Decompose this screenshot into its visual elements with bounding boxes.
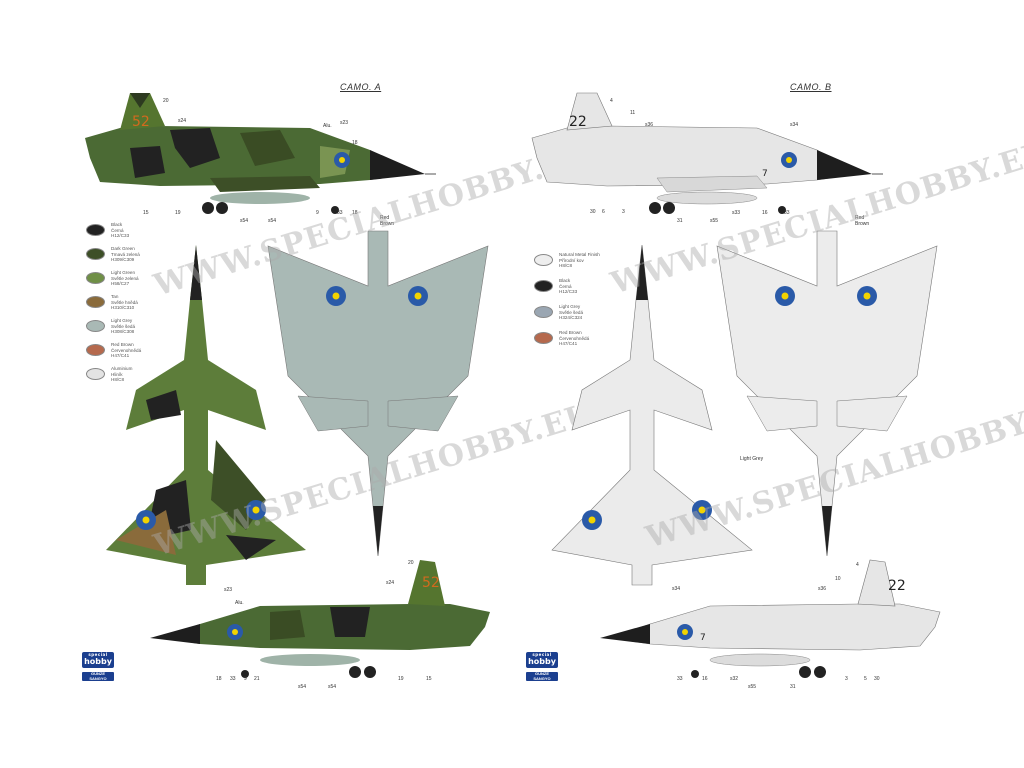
callout: 3 (845, 676, 848, 682)
camo-b-side-view-bottom: 22 7 (600, 559, 941, 678)
callout: 9 (316, 210, 319, 216)
camo-b-side-view-top: 22 7 (531, 92, 883, 214)
callout: s32 (730, 676, 739, 682)
callout: 19 (175, 210, 181, 216)
callout: s54 (328, 684, 337, 690)
camo-b-title: CAMO. B (790, 82, 832, 92)
callout: Alu. (323, 123, 332, 129)
tail-code: 52 (132, 114, 150, 130)
camo-a-underside-view (267, 230, 489, 557)
callout: 4 (610, 98, 613, 104)
swatch (534, 254, 553, 266)
callout: s54 (298, 684, 307, 690)
callout: Alu. (235, 600, 244, 606)
callout: s36 (645, 122, 654, 128)
callout: s54 (240, 218, 249, 224)
tail-code: 22 (569, 114, 587, 130)
legend-item: Light Green Světle zelená H58/C27 (86, 270, 196, 300)
light-grey-note: Light Grey (740, 456, 764, 462)
callout: s24 (178, 118, 187, 124)
swatch (86, 248, 105, 260)
gunze-sangyo-logo: GUNZE SANGYO (82, 671, 114, 681)
legend-item: Red Brown Červenohnědá H47/C41 (534, 330, 644, 360)
red-brown-note: Red Brown (380, 215, 395, 227)
callout: s36 (818, 586, 827, 592)
callout: s23 (340, 120, 349, 126)
gunze-sangyo-logo: GUNZE SANGYO (526, 671, 558, 681)
camo-a-top-view (106, 245, 306, 585)
callout: 33 (677, 676, 683, 682)
callout: s23 (224, 587, 233, 593)
callout: 16 (702, 676, 708, 682)
camo-b-underside-view (716, 230, 938, 557)
camo-b-panel: CAMO. B 22 7 4 11 s36 s34 30 6 3 31 s55 … (512, 0, 1024, 768)
swatch (534, 306, 553, 318)
callout: s55 (748, 684, 757, 690)
callout: s24 (386, 580, 395, 586)
callout: 33 (337, 210, 343, 216)
callout: 15 (143, 210, 149, 216)
legend-item: Black Černá H12/C33 (86, 222, 196, 252)
swatch (86, 344, 105, 356)
callout: 4 (856, 562, 859, 568)
nose-code: 7 (700, 633, 706, 643)
callout: 33 (784, 210, 790, 216)
callout: 21 (254, 676, 260, 682)
callout: 19 (398, 676, 404, 682)
callout: 18 (352, 140, 358, 146)
legend-item: Light Grey Světle šedá H324/C324 (534, 304, 644, 334)
callout: 18 (216, 676, 222, 682)
callout: s33 (732, 210, 741, 216)
swatch (534, 280, 553, 292)
camo-a-title: CAMO. A (340, 82, 382, 92)
legend-item: Natural Metal Finish Přírodní kov H8/C8 (534, 252, 644, 282)
callout: 30 (874, 676, 880, 682)
legend-item: Aluminium Hliník H8/C8 (86, 366, 196, 396)
swatch (534, 332, 553, 344)
callout: s34 (672, 586, 681, 592)
tail-code: 52 (422, 575, 440, 591)
legend-item: Red Brown Červenohnědá H47/C41 (86, 342, 196, 372)
swatch (86, 272, 105, 284)
legend-item: Light Grey Světle šedá H308/C308 (86, 318, 196, 348)
camo-b-top-view (551, 244, 753, 586)
callout: 20 (408, 560, 414, 566)
callout: 6 (602, 209, 605, 215)
nose-code: 7 (762, 169, 768, 179)
camo-a-side-view-bottom: 52 (150, 560, 490, 678)
callout: 5 (864, 676, 867, 682)
callout: 31 (790, 684, 796, 690)
legend-item: Dark Green Tmavá zelená H309/C309 (86, 246, 196, 276)
callout: 16 (762, 210, 768, 216)
callout: 31 (677, 218, 683, 224)
callout: 33 (230, 676, 236, 682)
callout: 9 (244, 676, 247, 682)
legend-item: Black Černá H12/C33 (534, 278, 644, 308)
swatch (86, 296, 105, 308)
callout: 30 (590, 209, 596, 215)
swatch (86, 320, 105, 332)
callout: 18 (352, 210, 358, 216)
callout: s55 (710, 218, 719, 224)
callout: 11 (630, 110, 636, 116)
legend-item: Tan Světle hnědá H310/C310 (86, 294, 196, 324)
callout: s54 (268, 218, 277, 224)
callout: 15 (426, 676, 432, 682)
tail-code: 22 (888, 578, 906, 594)
swatch (86, 224, 105, 236)
callout: s34 (790, 122, 799, 128)
callout: 20 (163, 98, 169, 104)
camo-a-panel: CAMO. A 52 20 s24 Alu. s23 18 15 19 s54 … (82, 82, 597, 690)
callout: 10 (835, 576, 841, 582)
camo-a-side-view-top: 52 (85, 93, 436, 214)
swatch (86, 368, 105, 380)
red-brown-note: Red Brown (855, 215, 870, 227)
callout: 3 (622, 209, 625, 215)
